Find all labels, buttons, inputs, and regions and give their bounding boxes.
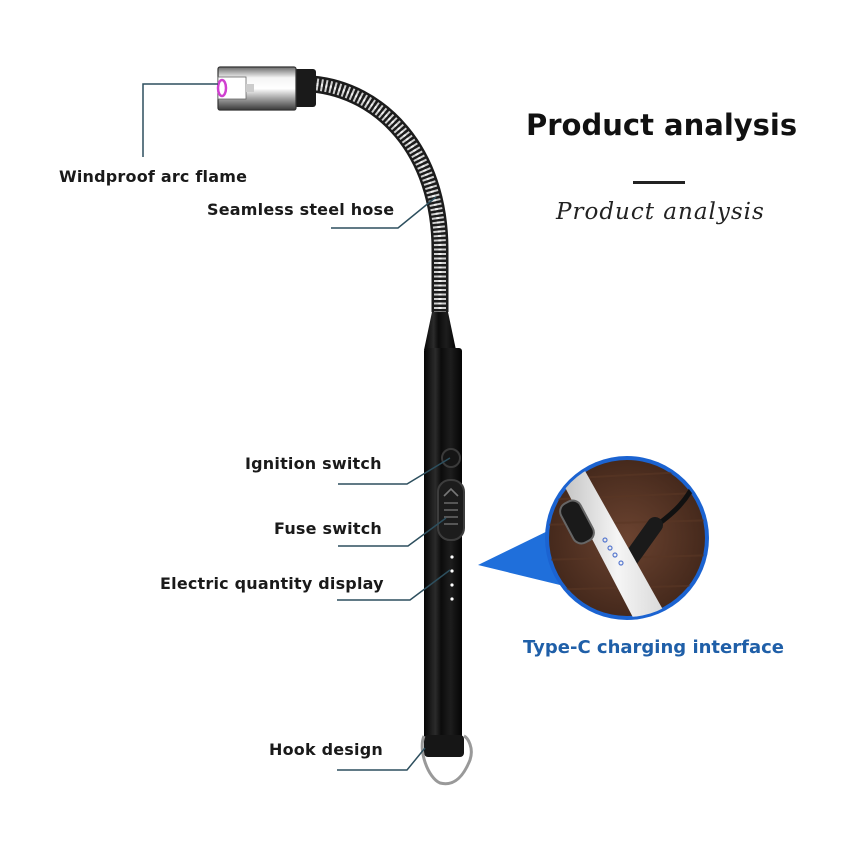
label-windproof-arc-flame: Windproof arc flame <box>59 167 248 186</box>
label-ignition-switch: Ignition switch <box>245 454 382 473</box>
callout-label-type-c: Type-C charging interface <box>523 637 784 658</box>
steel-hose <box>311 75 449 312</box>
lighter-body <box>424 312 465 757</box>
label-fuse-switch: Fuse switch <box>274 519 382 538</box>
page-subtitle: Product analysis <box>556 199 765 225</box>
lighter-head <box>216 66 316 111</box>
label-seamless-steel-hose: Seamless steel hose <box>207 200 395 219</box>
type-c-callout <box>478 456 709 620</box>
leader-lines <box>142 83 451 771</box>
label-hook-design: Hook design <box>269 740 383 759</box>
title-divider <box>633 181 685 184</box>
label-electric-quantity-display: Electric quantity display <box>160 574 384 593</box>
page-title: Product analysis <box>526 108 798 142</box>
hook-ring <box>420 734 473 786</box>
